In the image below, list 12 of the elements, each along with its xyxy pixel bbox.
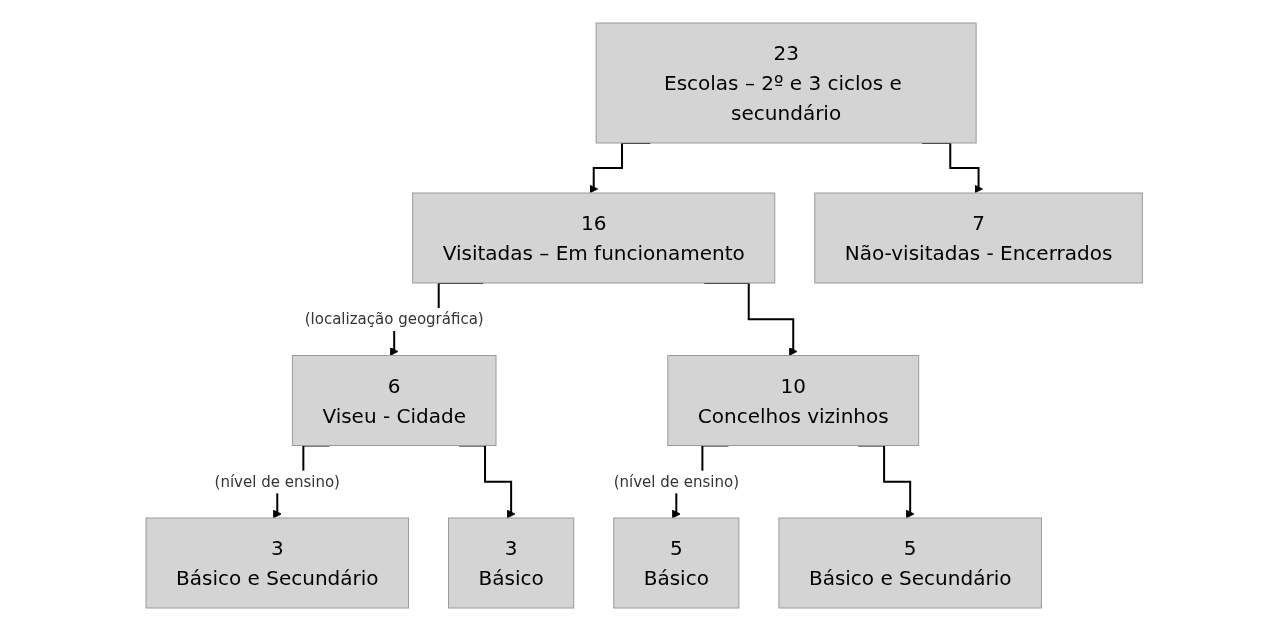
node-box: 23 Escolas – 2º e 3 ciclos e secundário (595, 22, 977, 143)
edge-label: (nível de ensino) (613, 472, 739, 490)
node-box: 3 Básico (447, 517, 575, 608)
node-box: 10 Concelhos vizinhos (667, 354, 919, 446)
node-box: 3 Básico e Secundário (145, 517, 409, 608)
edge-label: (nível de ensino) (214, 472, 340, 490)
node-box: 5 Básico (613, 517, 740, 608)
node-box: 6 Viseu - Cidade (291, 354, 497, 446)
edge-label: (localização geográfica) (304, 309, 484, 328)
node-box: 16 Visitadas – Em funcionamento (412, 192, 776, 283)
node-box: 5 Básico e Secundário (778, 517, 1042, 608)
node-box: 7 Não-visitadas - Encerrados (814, 192, 1143, 283)
